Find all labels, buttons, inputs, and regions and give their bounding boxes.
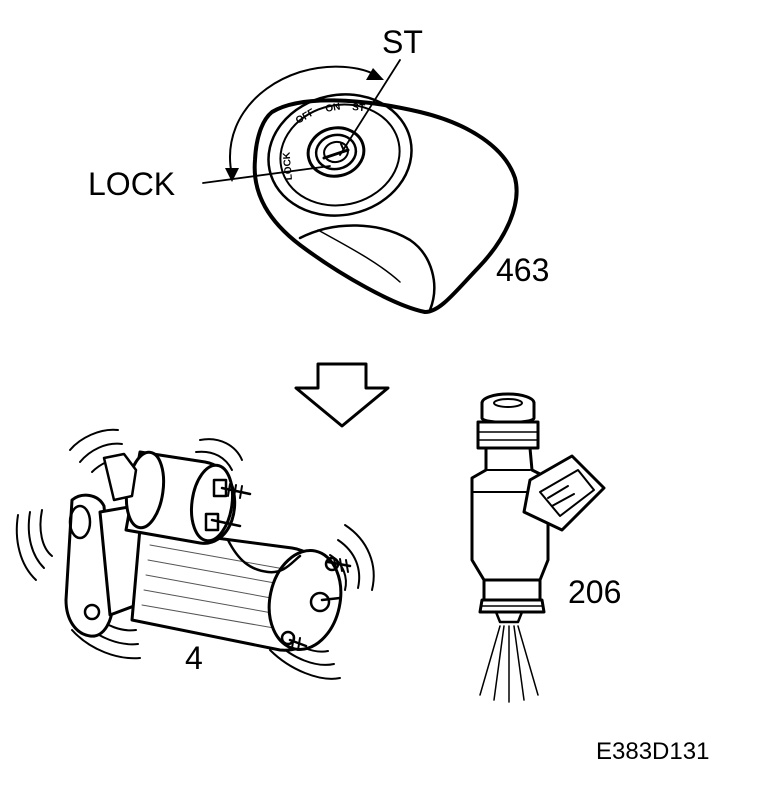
ring-text-lock: LOCK [281, 151, 294, 181]
label-lock: LOCK [88, 166, 176, 202]
label-st: ST [382, 24, 423, 60]
starter-motor [15, 428, 375, 680]
ring-text-on: ON [325, 102, 342, 115]
ring-text-st: ST [352, 102, 366, 114]
fuel-spray-icon [479, 625, 539, 703]
ignition-switch-ref: 463 [496, 252, 550, 288]
injector-connector [522, 454, 606, 532]
starter-motor-ref: 4 [185, 640, 203, 676]
rotation-arrowhead-top [366, 68, 384, 80]
rotation-arrow [229, 65, 379, 176]
down-arrow-icon [294, 362, 390, 428]
ignition-bezel [267, 93, 413, 217]
leader-lock [202, 165, 331, 184]
fuel-injector [470, 392, 606, 703]
starter-strap [226, 538, 302, 574]
leader-st [339, 59, 401, 156]
ignition-housing [252, 98, 519, 314]
ignition-housing-panel [298, 224, 436, 312]
key-cylinder [306, 126, 366, 178]
fuel-injector-ref: 206 [568, 574, 622, 610]
rotation-arrowhead-bottom [225, 168, 239, 182]
starter-end-cap [267, 549, 343, 651]
figure-code: E383D131 [596, 738, 710, 765]
ignition-switch: LOCK OFF ON ST [202, 59, 519, 314]
